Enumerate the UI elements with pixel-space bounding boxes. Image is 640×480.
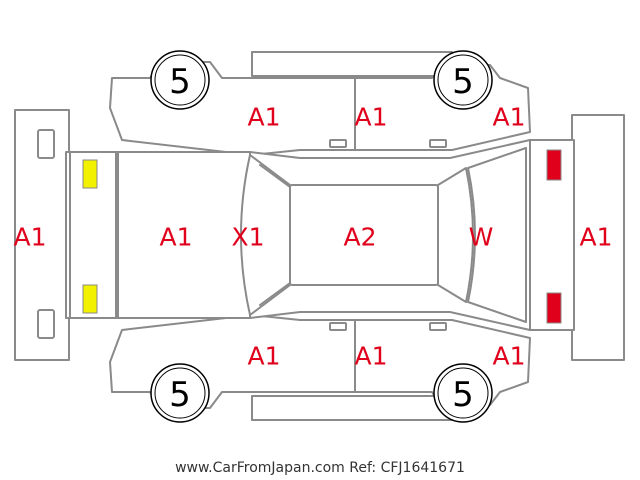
tire-grade-bottom-front: 5 — [452, 375, 474, 415]
front-lamp-bottom — [546, 292, 562, 324]
rear-lamp-top — [82, 159, 98, 189]
code-right-rear-door: A1 — [354, 342, 387, 371]
tire-bottom-rear: 5 — [150, 363, 210, 423]
code-windshield: W — [469, 223, 494, 252]
reference-footer: www.CarFromJapan.com Ref: CFJ1641671 — [175, 460, 465, 476]
rear-bumper — [14, 109, 70, 361]
code-left-rear-door: A1 — [354, 103, 387, 132]
rear-lamp-bottom — [82, 284, 98, 314]
code-right-front-fender: A1 — [492, 342, 525, 371]
code-right-rear-quarter: A1 — [247, 342, 280, 371]
code-roof: A2 — [343, 223, 376, 252]
tire-grade-top-rear: 5 — [169, 62, 191, 102]
car-body-top-view — [65, 139, 575, 331]
front-lamp-top — [546, 149, 562, 181]
tire-grade-top-front: 5 — [452, 62, 474, 102]
code-left-rear-quarter: A1 — [247, 103, 280, 132]
tire-top-front: 5 — [433, 50, 493, 110]
code-rear-glass: X1 — [231, 223, 264, 252]
code-rear-bumper: A1 — [13, 223, 46, 252]
tire-bottom-front: 5 — [433, 363, 493, 423]
tire-grade-bottom-rear: 5 — [169, 375, 191, 415]
tire-top-rear: 5 — [150, 50, 210, 110]
code-left-front-fender: A1 — [492, 103, 525, 132]
code-trunk-lid: A1 — [159, 223, 192, 252]
code-front-bumper: A1 — [579, 223, 612, 252]
